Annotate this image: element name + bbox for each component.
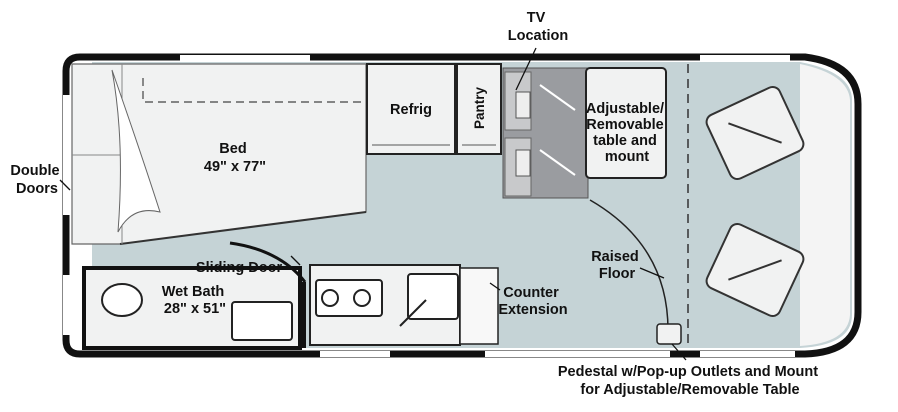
bed-edge <box>119 211 367 245</box>
pantry-label: Pantry <box>472 87 487 130</box>
cab-seat-bottom <box>705 223 805 317</box>
table-label: Adjustable/ Removable table and mount <box>586 101 668 165</box>
outer-wall <box>62 53 862 358</box>
window-left <box>63 95 70 215</box>
window-bottom-1 <box>320 351 390 357</box>
refrig-label: Refrig <box>390 102 432 118</box>
wet-bath-label: Wet Bath 28" x 51" <box>162 284 229 317</box>
refrig-cabinet <box>366 63 456 155</box>
pantry-cabinet <box>456 63 502 155</box>
cab-area <box>800 64 850 346</box>
window-top-1 <box>180 55 310 61</box>
toilet <box>101 283 143 317</box>
window-bottom-2 <box>485 351 670 357</box>
window-bottom-3 <box>700 351 795 357</box>
pedestal <box>656 323 682 345</box>
double-doors-label: Double Doors <box>10 163 63 197</box>
bed-fold <box>111 69 161 233</box>
galley-sink <box>407 273 459 320</box>
pedestal-label: Pedestal w/Pop-up Outlets and Mount for … <box>558 364 822 398</box>
dinette-table <box>585 67 667 179</box>
counter-extension-label: Counter Extension <box>498 285 567 318</box>
sliding-door-label: Sliding Door <box>196 260 283 276</box>
bed-label: Bed 49" x 77" <box>204 141 266 175</box>
sliding-door-arc <box>229 241 307 283</box>
window-bath <box>63 275 70 335</box>
raised-floor-label: Raised Floor <box>591 249 643 282</box>
tv-location-label: TV Location <box>508 10 568 44</box>
cab-seat-top <box>705 86 805 180</box>
stove <box>315 279 383 317</box>
window-top-2 <box>700 55 790 61</box>
bath-sink <box>231 301 293 341</box>
raised-floor-arc <box>589 199 669 331</box>
counter-extension <box>459 267 499 345</box>
